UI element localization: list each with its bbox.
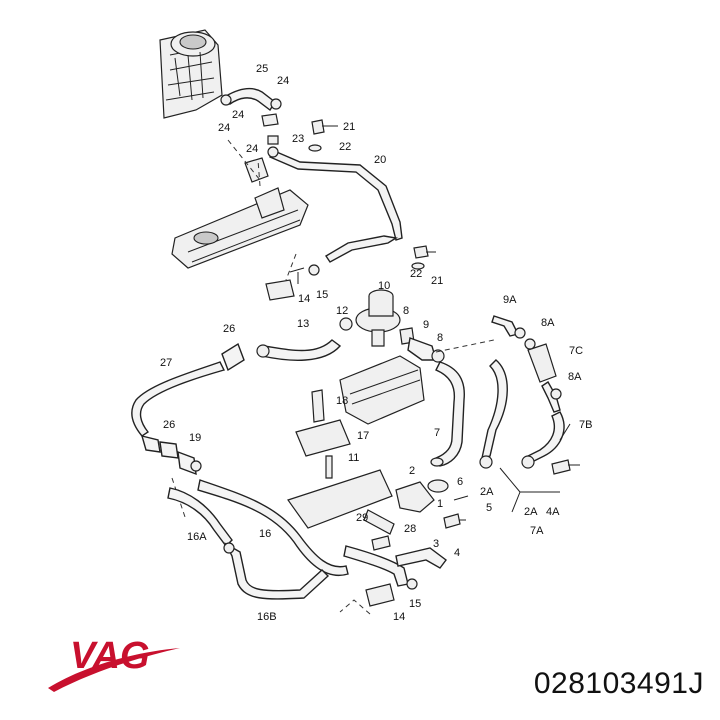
part-number: 028103491J (533, 667, 704, 700)
vag-logo: VAG (48, 635, 180, 692)
intake-housing (159, 29, 223, 119)
callout-4A: 4A (546, 506, 560, 518)
bolts-top (267, 119, 436, 270)
callout-22: 22 (410, 268, 422, 280)
callout-8: 8 (437, 332, 443, 344)
callout-21: 21 (343, 121, 355, 133)
callout-11: 11 (348, 452, 359, 464)
callout-9: 9 (423, 319, 429, 331)
valve-10 (339, 289, 401, 347)
callout-22: 22 (339, 141, 351, 153)
callout-6: 6 (457, 476, 463, 488)
callout-5: 5 (486, 502, 492, 514)
callout-20: 20 (374, 154, 386, 166)
callout-10: 10 (378, 280, 390, 292)
callout-24: 24 (246, 143, 258, 155)
hose-7 (430, 361, 465, 467)
callout-14: 14 (298, 293, 310, 305)
callout-8A: 8A (568, 371, 582, 383)
callout-16A: 16A (187, 531, 207, 543)
callout-26: 26 (223, 323, 235, 335)
callout-24: 24 (232, 109, 244, 121)
brand-name: VAG (70, 635, 150, 677)
pipe-20 (267, 146, 403, 263)
callout-labels: 25 24 24 24 24 21 23 22 20 22 21 14 15 1… (160, 63, 592, 623)
callout-16B: 16B (257, 611, 277, 623)
callout-7: 7 (434, 427, 440, 439)
callout-2A: 2A (480, 486, 494, 498)
callout-24: 24 (277, 75, 289, 87)
callout-15: 15 (316, 289, 328, 301)
callout-9A: 9A (503, 294, 517, 306)
hose-13 (256, 339, 342, 361)
hose-25 (220, 87, 282, 127)
callout-24: 24 (218, 122, 230, 134)
hose-27 (131, 342, 245, 476)
hose-16 (167, 479, 349, 600)
leader-lines (171, 139, 571, 615)
callout-12: 12 (336, 305, 348, 317)
callout-8: 8 (403, 305, 409, 317)
callout-29: 29 (356, 512, 368, 524)
callout-2A: 2A (524, 506, 538, 518)
clip-14-lower (365, 578, 418, 607)
callout-2: 2 (409, 465, 415, 477)
callout-7A: 7A (530, 525, 544, 537)
callout-19: 19 (189, 432, 201, 444)
hose-7B-7C (479, 315, 580, 513)
callout-13: 13 (297, 318, 309, 330)
callout-28: 28 (404, 523, 416, 535)
callout-1: 1 (437, 498, 443, 510)
clip-14-upper (265, 264, 320, 301)
callout-17: 17 (357, 430, 369, 442)
hose-8-9 (399, 327, 445, 363)
callout-21: 21 (431, 275, 443, 287)
callout-4: 4 (454, 547, 460, 559)
callout-16: 16 (259, 528, 271, 540)
engine-block (287, 355, 469, 551)
callout-18: 18 (336, 395, 348, 407)
callout-15: 15 (409, 598, 421, 610)
callout-7C: 7C (569, 345, 583, 357)
callout-8A: 8A (541, 317, 555, 329)
callout-26: 26 (163, 419, 175, 431)
callout-23: 23 (292, 133, 304, 145)
callout-25: 25 (256, 63, 268, 75)
callout-14: 14 (393, 611, 405, 623)
hose-lower (343, 545, 447, 587)
callout-3: 3 (433, 538, 439, 550)
callout-27: 27 (160, 357, 172, 369)
callout-7B: 7B (579, 419, 592, 431)
cylinder-head-cover (171, 157, 309, 269)
logo-swoosh (48, 648, 180, 692)
